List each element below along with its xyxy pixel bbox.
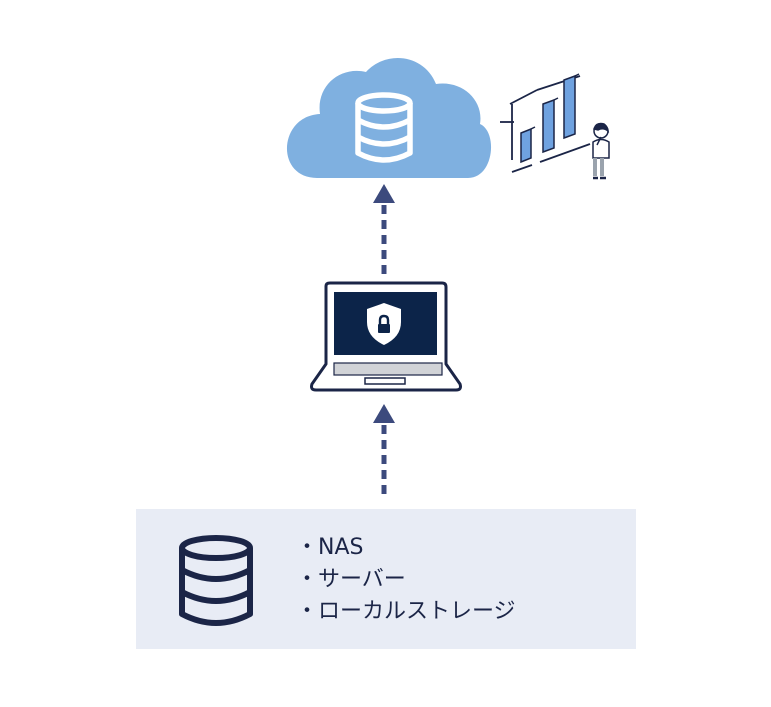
storage-item-nas: NAS xyxy=(318,535,364,560)
bar-chart-icon xyxy=(500,73,591,173)
upload-arrow-to-laptop xyxy=(373,404,395,498)
list-item: ・NAS xyxy=(296,532,516,564)
cloud-icon xyxy=(286,58,492,178)
database-icon xyxy=(355,92,413,163)
cloud-storage xyxy=(286,58,492,178)
upload-arrow-to-cloud xyxy=(373,184,395,278)
list-item: ・ローカルストレージ xyxy=(296,596,516,628)
arrow-up-icon xyxy=(373,184,395,203)
bullet: ・ xyxy=(296,535,319,560)
arrow-up-icon xyxy=(373,404,395,423)
list-item: ・サーバー xyxy=(296,564,516,596)
storage-type-list: ・NAS ・サーバー ・ローカルストレージ xyxy=(296,532,516,628)
storage-item-local: ローカルストレージ xyxy=(318,599,516,624)
bullet: ・ xyxy=(296,599,319,624)
bullet: ・ xyxy=(296,567,319,592)
laptop-backup-client xyxy=(310,281,462,392)
person-icon xyxy=(592,122,610,180)
analytics-illustration xyxy=(500,73,610,180)
storage-item-server: サーバー xyxy=(318,567,406,592)
security-shield-icon xyxy=(367,303,401,345)
local-database-icon xyxy=(179,535,253,626)
